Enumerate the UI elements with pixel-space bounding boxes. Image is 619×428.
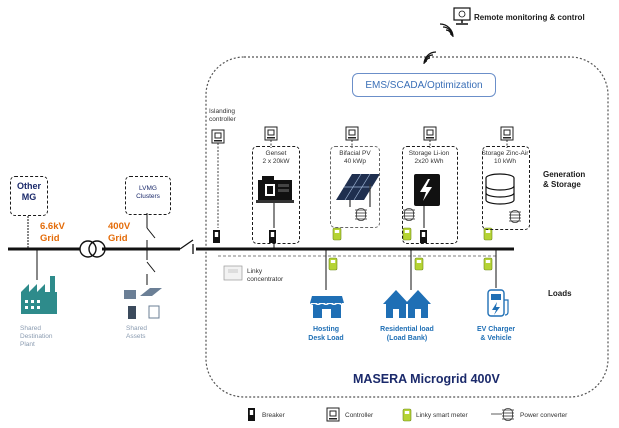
legend-meter-icon bbox=[402, 408, 412, 422]
other-mg-label-1: Other bbox=[16, 181, 41, 191]
liion-controller-icon bbox=[423, 126, 437, 141]
residential-label-1: Residential load bbox=[380, 326, 434, 333]
ems-label: EMS/SCADA/Optimization bbox=[365, 79, 483, 91]
loads-label: Loads bbox=[548, 289, 572, 298]
ev-meter-icon bbox=[483, 257, 493, 271]
liion-group-box bbox=[402, 146, 458, 244]
ev-label-2: & Vehicle bbox=[480, 335, 512, 342]
pv-label-2: 40 kWp bbox=[343, 158, 367, 165]
generation-label-1: Generation bbox=[543, 170, 586, 179]
genset-label-2: 2 x 20kW bbox=[262, 158, 290, 165]
other-mg-label-2: MG bbox=[21, 192, 37, 202]
islanding-label-2: controller bbox=[209, 116, 236, 123]
legend-controller-icon bbox=[326, 407, 340, 422]
zincair-group-box bbox=[482, 146, 530, 230]
lvmg-switch bbox=[146, 227, 156, 239]
shared-assets-switch bbox=[146, 261, 156, 273]
factory-icon bbox=[21, 276, 57, 314]
generation-label-2: & Storage bbox=[543, 180, 581, 189]
hosting-label-1: Hosting bbox=[312, 326, 340, 333]
pv-meter-icon bbox=[332, 227, 342, 241]
lvmg-label-2: Clusters bbox=[136, 193, 160, 200]
legend-breaker-label: Breaker bbox=[262, 412, 285, 419]
remote-monitoring-label: Remote monitoring & control bbox=[474, 13, 585, 22]
legend-converter-label: Power converter bbox=[520, 412, 568, 419]
wireless-icon bbox=[423, 23, 454, 65]
grid-400v-label-1: 400V bbox=[108, 221, 131, 232]
legend-breaker-icon bbox=[248, 408, 255, 421]
ev-label-1: EV Charger bbox=[476, 326, 516, 333]
islanding-breaker-icon bbox=[213, 230, 220, 243]
residential-meter-icon bbox=[414, 257, 424, 271]
genset-label-1: Genset bbox=[265, 150, 287, 157]
genset-group-box bbox=[252, 146, 300, 244]
liion-label-2: 2x20 kWh bbox=[414, 158, 444, 165]
linky-label-1: Linky bbox=[247, 268, 263, 275]
lvmg-box bbox=[125, 176, 171, 215]
linky-concentrator-icon bbox=[223, 265, 243, 281]
liion-label-1: Storage Li-ion bbox=[408, 150, 450, 157]
hosting-label-2: Desk Load bbox=[308, 335, 344, 342]
pv-label-1: Bifacial PV bbox=[339, 150, 371, 157]
other-mg-box bbox=[10, 176, 48, 216]
grid-400v-label-2: Grid bbox=[108, 233, 128, 244]
database-storage-icon bbox=[485, 173, 515, 205]
battery-icon bbox=[414, 174, 440, 206]
pv-group-box bbox=[330, 146, 380, 228]
lvmg-label-1: LVMG bbox=[139, 185, 157, 192]
zincair-controller-icon bbox=[500, 126, 514, 141]
masera-title: MASERA Microgrid 400V bbox=[353, 372, 500, 386]
genset-controller-icon bbox=[264, 126, 278, 141]
ev-charger-icon bbox=[487, 289, 509, 317]
microgrid-boundary bbox=[205, 56, 609, 398]
hosting-meter-icon bbox=[328, 257, 338, 271]
genset-icon bbox=[256, 176, 294, 203]
islanding-controller-icon bbox=[211, 129, 225, 144]
houses-icon bbox=[383, 290, 431, 318]
shared-plant-label-1: Shared bbox=[20, 325, 41, 332]
residential-label-2: (Load Bank) bbox=[386, 335, 428, 342]
shared-assets-label-1: Shared bbox=[126, 325, 147, 332]
transformer-icon bbox=[79, 240, 106, 258]
legend-meter-label: Linky smart meter bbox=[416, 412, 468, 419]
zincair-label-1: Storage Zinc-Air bbox=[481, 150, 529, 157]
grid-66kv-label-2: Grid bbox=[40, 233, 60, 244]
shared-assets-label-2: Assets bbox=[126, 333, 146, 340]
linky-label-2: concentrator bbox=[247, 276, 284, 283]
grid-66kv-label-1: 6.6kV bbox=[40, 221, 65, 232]
main-switch bbox=[179, 239, 194, 250]
shared-assets-icon bbox=[124, 288, 162, 319]
shared-plant-label-2: Destination bbox=[20, 333, 53, 340]
islanding-label-1: Islanding bbox=[209, 108, 236, 115]
pv-controller-icon bbox=[345, 126, 359, 141]
ems-box: EMS/SCADA/Optimization bbox=[352, 73, 496, 97]
legend-converter-icon bbox=[491, 408, 515, 421]
computer-icon bbox=[453, 7, 471, 25]
shop-icon bbox=[310, 296, 344, 318]
zincair-label-2: 10 kWh bbox=[493, 158, 517, 165]
solar-panel-icon bbox=[336, 173, 380, 207]
shared-plant-label-3: Plant bbox=[20, 341, 35, 348]
legend-controller-label: Controller bbox=[345, 412, 374, 419]
